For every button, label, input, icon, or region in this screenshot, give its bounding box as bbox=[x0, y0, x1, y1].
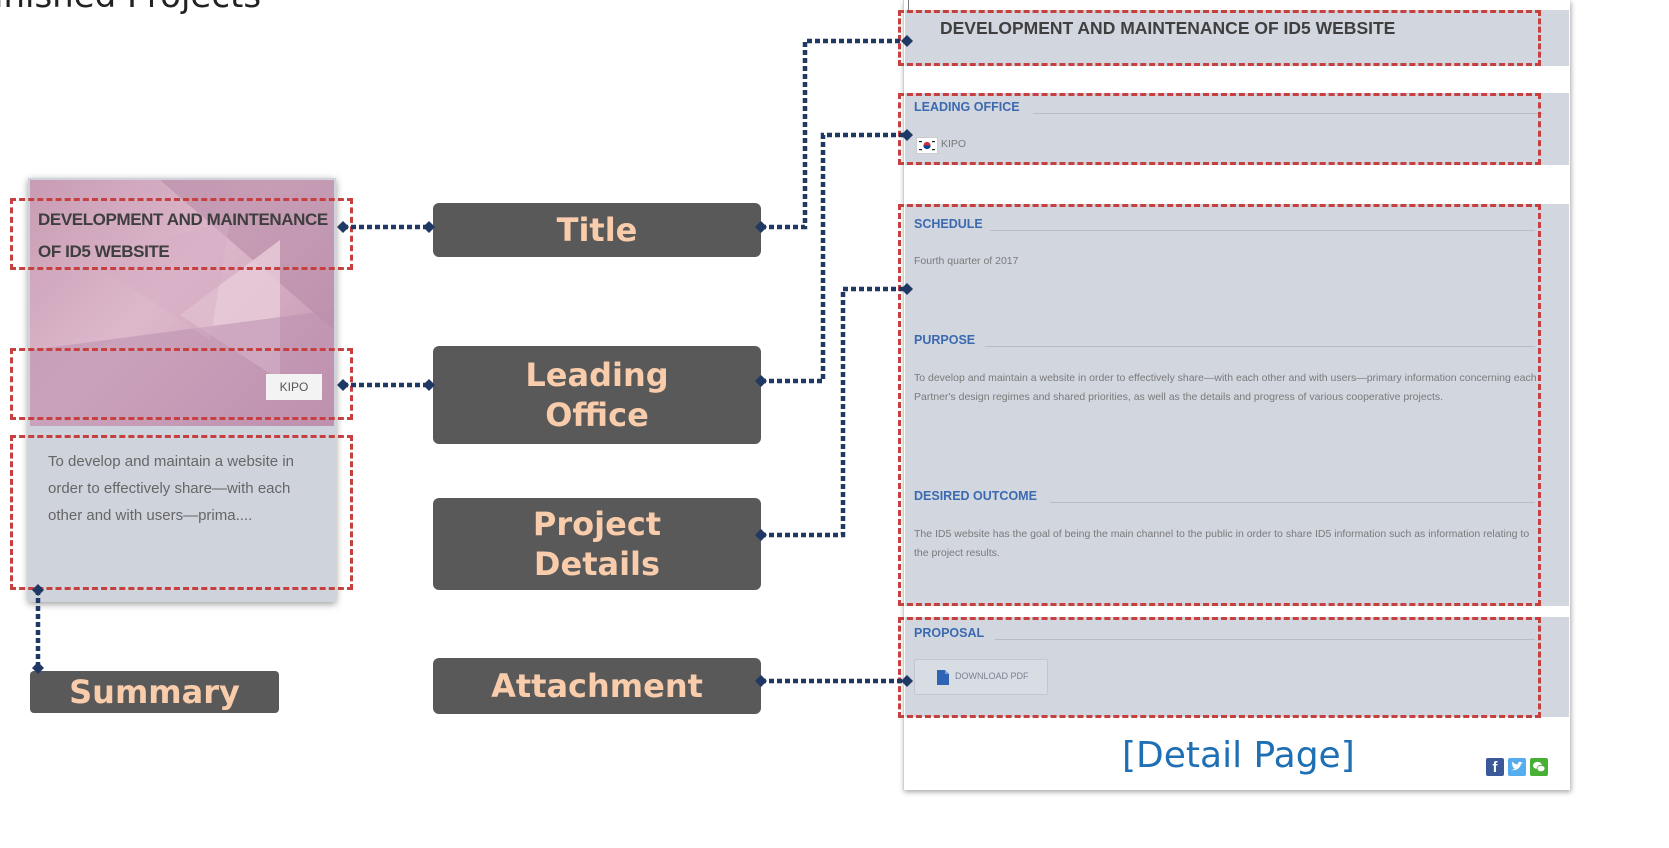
facebook-icon[interactable]: f bbox=[1486, 758, 1504, 776]
section-rule bbox=[1033, 113, 1543, 114]
page-heading: inished Projects bbox=[0, 0, 261, 16]
label-leading-office-text: Leading Office bbox=[525, 356, 669, 434]
card-thumbnail bbox=[30, 180, 334, 426]
detail-page-caption: [Detail Page] bbox=[1122, 735, 1355, 776]
purpose-value: To develop and maintain a website in ord… bbox=[914, 372, 1537, 403]
section-rule bbox=[1050, 502, 1535, 503]
diamond-marker bbox=[337, 379, 349, 391]
label-title: Title bbox=[433, 203, 761, 257]
highlight-card-title bbox=[10, 198, 353, 270]
diamond-marker bbox=[901, 129, 913, 141]
detail-title-band bbox=[905, 10, 1569, 66]
diamond-marker bbox=[755, 675, 767, 687]
label-leading-office: Leading Office bbox=[433, 346, 761, 444]
download-pdf-label: DOWNLOAD PDF bbox=[955, 671, 1029, 681]
desired-outcome-value: The ID5 website has the goal of being th… bbox=[914, 528, 1530, 559]
detail-office-section bbox=[905, 93, 1569, 165]
wechat-icon[interactable] bbox=[1530, 758, 1548, 776]
diamond-marker bbox=[423, 379, 435, 391]
leading-office-heading: LEADING OFFICE bbox=[914, 100, 1020, 114]
diamond-marker bbox=[32, 662, 44, 674]
label-summary: Summary bbox=[30, 671, 279, 713]
card-office-badge: KIPO bbox=[266, 374, 322, 400]
card-description: To develop and maintain a website in ord… bbox=[48, 453, 294, 524]
desired-outcome-heading: DESIRED OUTCOME bbox=[914, 489, 1037, 503]
schedule-value: Fourth quarter of 2017 bbox=[914, 255, 1019, 267]
label-attachment-text: Attachment bbox=[491, 667, 703, 705]
connector-details-right bbox=[761, 286, 907, 538]
diamond-marker bbox=[337, 221, 349, 233]
highlight-detail-office bbox=[898, 93, 1541, 165]
card-title: DEVELOPMENT AND MAINTENANCE OF ID5 WEBSI… bbox=[38, 210, 328, 261]
label-summary-text: Summary bbox=[69, 673, 240, 711]
section-rule bbox=[990, 230, 1535, 231]
proposal-heading: PROPOSAL bbox=[914, 626, 985, 640]
diamond-marker bbox=[755, 221, 767, 233]
label-title-text: Title bbox=[556, 211, 638, 249]
diamond-marker bbox=[423, 221, 435, 233]
highlight-card-summary bbox=[10, 435, 353, 590]
diamond-marker bbox=[901, 35, 913, 47]
diamond-marker bbox=[901, 675, 913, 687]
diamond-marker bbox=[755, 529, 767, 541]
twitter-icon[interactable] bbox=[1508, 758, 1526, 776]
label-project-details-text: Project Details bbox=[532, 505, 662, 583]
section-rule bbox=[985, 346, 1535, 347]
highlight-detail-proposal bbox=[898, 617, 1541, 718]
section-rule bbox=[995, 639, 1535, 640]
diamond-marker bbox=[755, 375, 767, 387]
connector-title-right bbox=[761, 38, 907, 230]
diamond-marker bbox=[901, 283, 913, 295]
highlight-detail-title bbox=[898, 10, 1541, 66]
schedule-heading: SCHEDULE bbox=[914, 217, 983, 231]
diamond-marker bbox=[32, 584, 44, 596]
detail-details-section bbox=[905, 204, 1569, 606]
label-project-details: Project Details bbox=[433, 498, 761, 590]
download-pdf-button[interactable]: DOWNLOAD PDF bbox=[914, 659, 1048, 695]
summary-card[interactable]: DEVELOPMENT AND MAINTENANCE OF ID5 WEBSI… bbox=[28, 178, 336, 602]
detail-title: DEVELOPMENT AND MAINTENANCE OF ID5 WEBSI… bbox=[940, 18, 1396, 38]
label-attachment: Attachment bbox=[433, 658, 761, 714]
highlight-detail-details bbox=[898, 204, 1541, 606]
connector-office-right bbox=[761, 132, 907, 384]
leading-office-value: KIPO bbox=[941, 138, 967, 150]
korea-flag-icon bbox=[916, 137, 938, 154]
purpose-heading: PURPOSE bbox=[914, 333, 976, 347]
document-icon bbox=[937, 670, 949, 685]
